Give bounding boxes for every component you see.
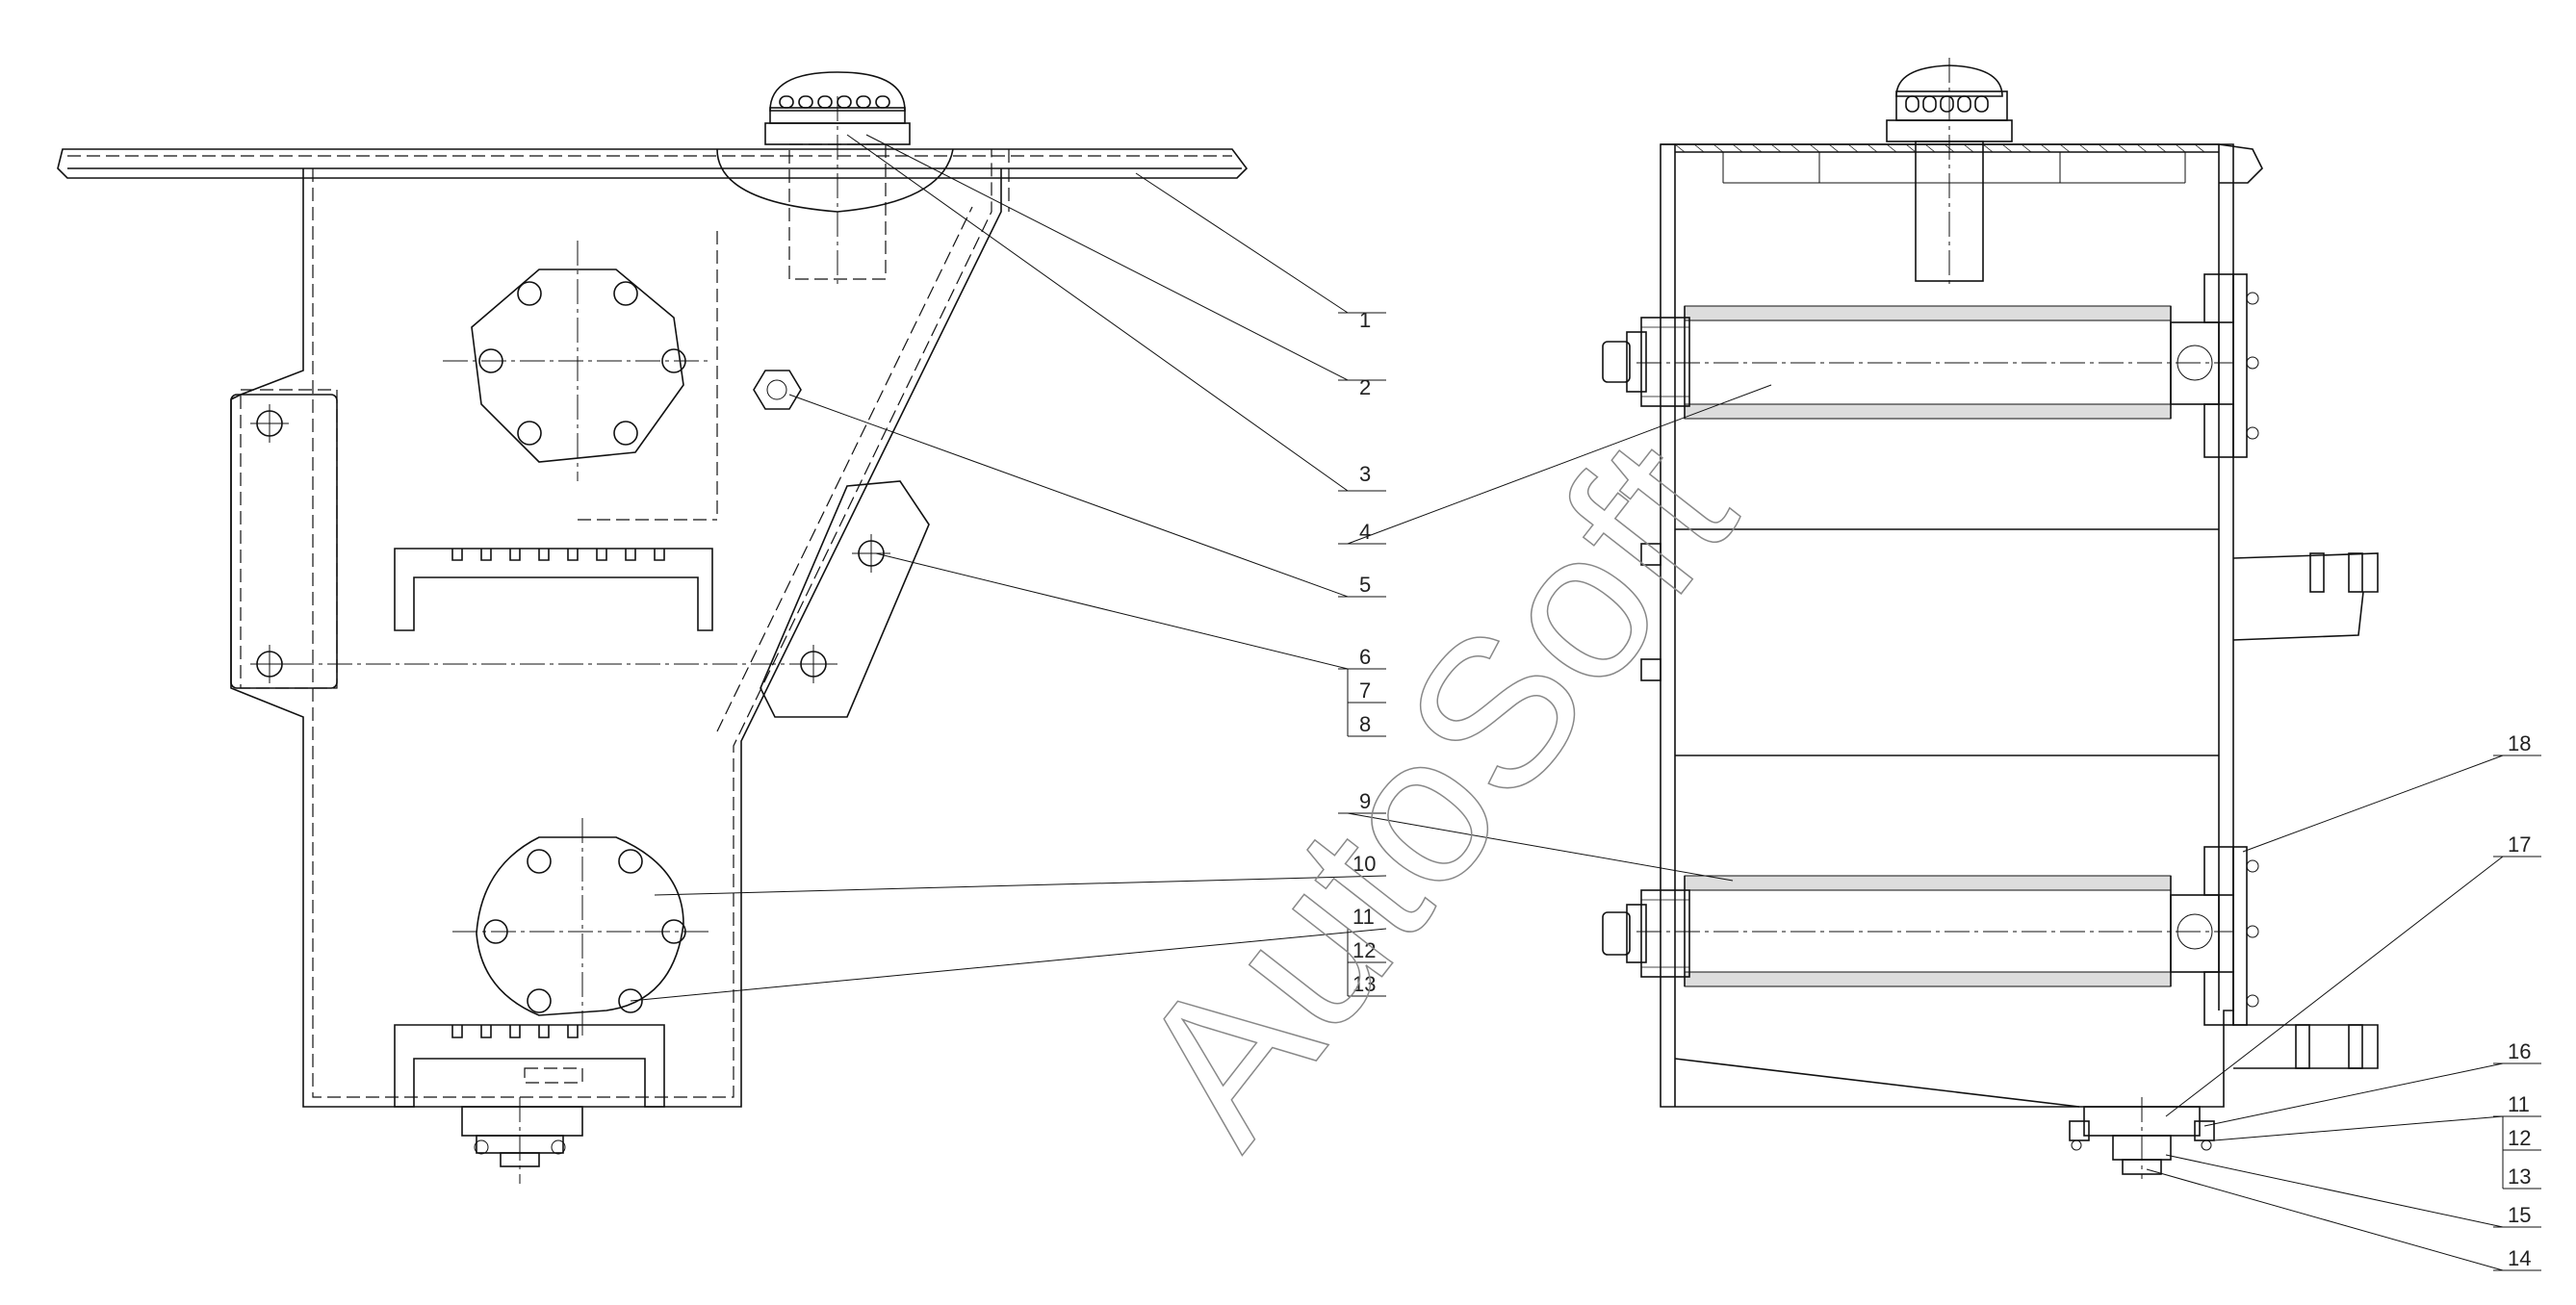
- callout-6: 6: [1359, 645, 1371, 669]
- lower-flange-cover: [452, 818, 712, 1039]
- callout-8: 8: [1359, 712, 1371, 736]
- callout-16: 16: [2508, 1039, 2531, 1063]
- cover-plate: [57, 148, 1249, 179]
- upper-filter: [1602, 273, 2259, 458]
- left-view: [57, 71, 1249, 1184]
- inclined-bracket: [760, 480, 930, 718]
- callout-13: 13: [1352, 972, 1376, 996]
- lower-level-gauge: [394, 1024, 665, 1108]
- callout-11: 11: [1352, 905, 1375, 929]
- callout-15: 15: [2508, 1203, 2531, 1227]
- callout-18: 18: [2508, 731, 2531, 755]
- filler-cap-right: [1886, 58, 2013, 289]
- side-bracket: [230, 394, 338, 689]
- tank-body-right: [1660, 143, 2234, 1108]
- callout-2: 2: [1359, 375, 1371, 399]
- filler-cap-left: [716, 71, 954, 289]
- callout-leaders: [630, 134, 2541, 1271]
- callout-14: 14: [2508, 1246, 2531, 1270]
- drain-assembly-right: [2069, 1097, 2215, 1179]
- callout-1: 1: [1359, 308, 1371, 332]
- callout-10: 10: [1352, 852, 1376, 876]
- callout-labels: 1 2 3 4 5 6 7 8 9 10 11 12 13 18 17 16 1…: [1352, 308, 2531, 1270]
- hex-plug: [753, 370, 802, 410]
- callout-12: 12: [1352, 938, 1376, 962]
- callout-4: 4: [1359, 520, 1371, 544]
- callout-11-right: 11: [2508, 1092, 2530, 1116]
- callout-3: 3: [1359, 462, 1371, 486]
- tank-body-left: [230, 168, 1002, 1108]
- right-view: [1602, 58, 2379, 1179]
- callout-5: 5: [1359, 573, 1371, 597]
- upper-flange-cover: [443, 241, 712, 481]
- callout-9: 9: [1359, 789, 1371, 813]
- callout-13-right: 13: [2508, 1164, 2531, 1189]
- drain-plug-left: [461, 1097, 583, 1184]
- callout-17: 17: [2508, 832, 2531, 857]
- callout-12-right: 12: [2508, 1126, 2531, 1150]
- upper-level-gauge: [394, 548, 713, 631]
- lower-filter: [1602, 846, 2259, 1026]
- callout-7: 7: [1359, 678, 1371, 703]
- right-mount-bracket: [2232, 552, 2379, 1069]
